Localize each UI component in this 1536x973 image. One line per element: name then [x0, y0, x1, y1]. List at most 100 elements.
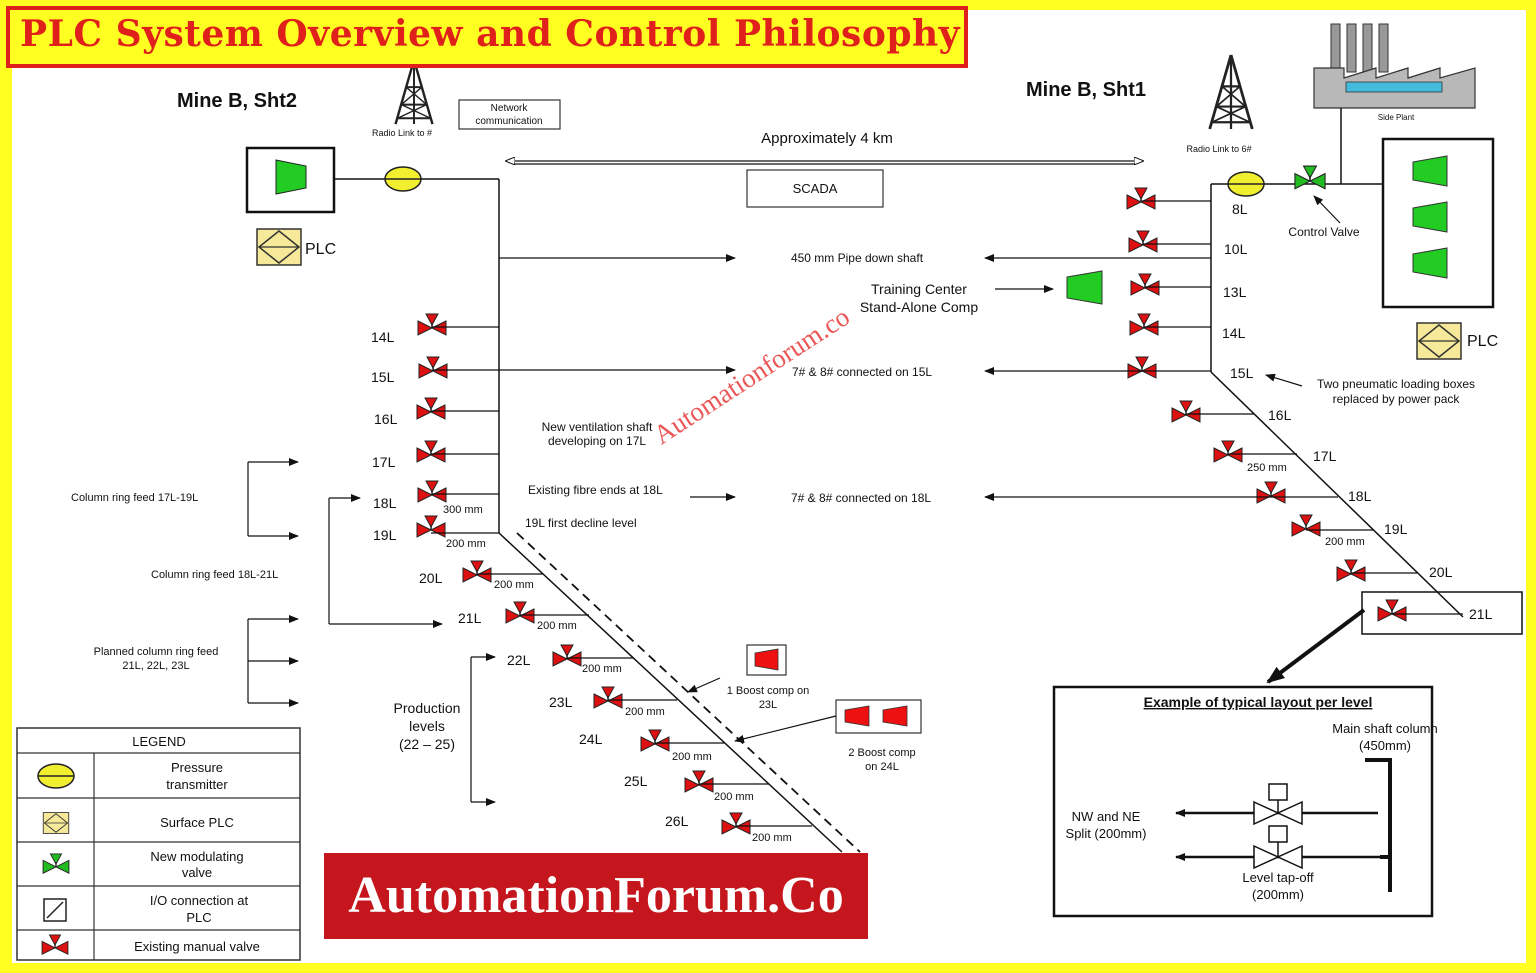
right-level-label: 8L [1232, 201, 1248, 217]
left-level-label: 23L [549, 694, 573, 710]
left-decline-dashed-line [516, 532, 861, 853]
plant-label: Side Plant [1378, 113, 1415, 122]
fibre-note: Existing fibre ends at 18L [528, 483, 663, 497]
title-banner [6, 6, 968, 68]
left-level-label: 15L [371, 369, 395, 385]
ring-feed-1: Column ring feed 17L-19L [71, 458, 299, 540]
tap-off-valve-icon [1253, 825, 1303, 870]
manual-valve-icon [418, 356, 448, 379]
manual-valve-icon [593, 686, 623, 709]
legend-label-line2: transmitter [166, 777, 228, 792]
ventilation-note-line1: New ventilation shaft [542, 420, 653, 434]
right-level-8: 8L [1126, 187, 1248, 217]
ring-feed-2-label: Column ring feed 18L-21L [151, 569, 278, 581]
network-label-line1: Network [491, 103, 529, 114]
tap-off-valve-body [1253, 844, 1303, 870]
ring-feed-3-label-line1: Planned column ring feed [94, 646, 219, 658]
left-surface-plc-icon [256, 228, 302, 266]
pipe-size-label: 250 mm [1247, 462, 1287, 474]
right-level-21: 21L [1361, 591, 1523, 635]
left-level-label: 20L [419, 570, 443, 586]
training-center-line2: Stand-Alone Comp [860, 299, 979, 315]
left-level-18: 18L 300 mm [373, 480, 499, 516]
right-level-16: 16L [1171, 400, 1292, 423]
plant-chimney [1346, 23, 1357, 73]
loading-note-line1: Two pneumatic loading boxes [1317, 377, 1475, 391]
manual-valve-icon [1256, 481, 1286, 504]
boost-comp-24: 2 Boost comp on 24L [734, 699, 922, 773]
right-compressor-icon [1412, 247, 1448, 279]
legend-title: LEGEND [132, 734, 185, 749]
right-level-label: 20L [1429, 564, 1453, 580]
left-level-23: 23L 200 mm [549, 686, 677, 718]
pipe-size-label: 200 mm [494, 579, 534, 591]
manual-valve-icon [416, 515, 446, 538]
boost-comp-24-line1: 2 Boost comp [848, 747, 915, 759]
left-decline-line [498, 532, 843, 853]
left-level-20: 20L 200 mm [419, 560, 543, 591]
manual-valve-icon [1126, 187, 1156, 210]
tap-off-line2: (200mm) [1252, 887, 1304, 902]
manual-valve-icon [417, 313, 447, 336]
split-line1: NW and NE [1072, 809, 1141, 824]
page-title: PLC System Overview and Control Philosop… [20, 13, 961, 55]
pipe-size-label: 300 mm [443, 504, 483, 516]
left-level-16: 16L [374, 397, 499, 427]
boost-comp-23: 1 Boost comp on 23L [687, 644, 810, 711]
pipe-size-label: 200 mm [537, 620, 577, 632]
tap-off-line1: Level tap-off [1242, 870, 1314, 885]
right-radio-label: Radio Link to 6# [1186, 144, 1251, 154]
right-level-label: 15L [1230, 365, 1254, 381]
manual-valve-icon [721, 812, 751, 835]
right-level-label: 17L [1313, 448, 1337, 464]
main-shaft-column [1365, 758, 1392, 892]
legend-label-line2: valve [182, 865, 212, 880]
split-valve-body [1253, 800, 1303, 826]
manual-valve-icon [1377, 599, 1407, 622]
manual-valve-icon [684, 770, 714, 793]
pipe-size-label: 200 mm [714, 791, 754, 803]
right-level-19: 19L 200 mm [1291, 514, 1408, 548]
ring-feed-3-label-line2: 21L, 22L, 23L [122, 660, 189, 672]
right-mine-label: Mine B, Sht1 [1026, 79, 1146, 101]
left-level-label: 14L [371, 329, 395, 345]
right-level-18: 18L [984, 481, 1372, 504]
left-level-label: 18L [373, 495, 397, 511]
left-level-label: 22L [507, 652, 531, 668]
loading-note-pointer [1265, 373, 1303, 387]
boost-comp-23-line1: 1 Boost comp on [727, 685, 810, 697]
left-plc-label: PLC [305, 241, 336, 258]
manual-valve-icon [1291, 514, 1321, 537]
manual-valve-icon [1336, 559, 1366, 582]
right-level-17: 17L 250 mm [1213, 440, 1337, 474]
left-level-17: 17L [372, 440, 499, 470]
production-levels: Production levels (22 – 25) [394, 653, 496, 806]
pipe-size-label: 200 mm [625, 706, 665, 718]
legend-label-line1: I/O connection at [150, 893, 249, 908]
right-level-10: 10L [1128, 230, 1248, 257]
manual-valve-icon [1128, 230, 1158, 253]
left-level-label: 16L [374, 411, 398, 427]
ring-feed-2: Column ring feed 18L-21L [151, 494, 443, 628]
manual-valve-icon [1127, 356, 1157, 379]
io-connection-icon [43, 898, 67, 922]
right-level-label: 21L [1469, 606, 1493, 622]
manual-valve-icon [416, 397, 446, 420]
split-line2: Split (200mm) [1066, 826, 1147, 841]
production-levels-line2: levels [409, 718, 445, 734]
left-level-25: 25L 200 mm [624, 770, 769, 803]
production-levels-line1: Production [394, 700, 461, 716]
training-center-compressor-icon [1066, 270, 1103, 305]
legend-box [16, 727, 301, 961]
plant-chimney [1330, 23, 1341, 73]
legend-label-line2: PLC [186, 910, 211, 925]
pipe-size-label: 200 mm [582, 663, 622, 675]
right-level-14: 14L [1129, 313, 1246, 341]
right-level-label: 13L [1223, 284, 1247, 300]
legend-label-line1: Existing manual valve [134, 939, 260, 954]
right-level-label: 16L [1268, 407, 1292, 423]
network-communication-box [458, 99, 561, 130]
pipe-size-label: 200 mm [752, 832, 792, 844]
boost-comp-23-line2: 23L [759, 699, 777, 711]
